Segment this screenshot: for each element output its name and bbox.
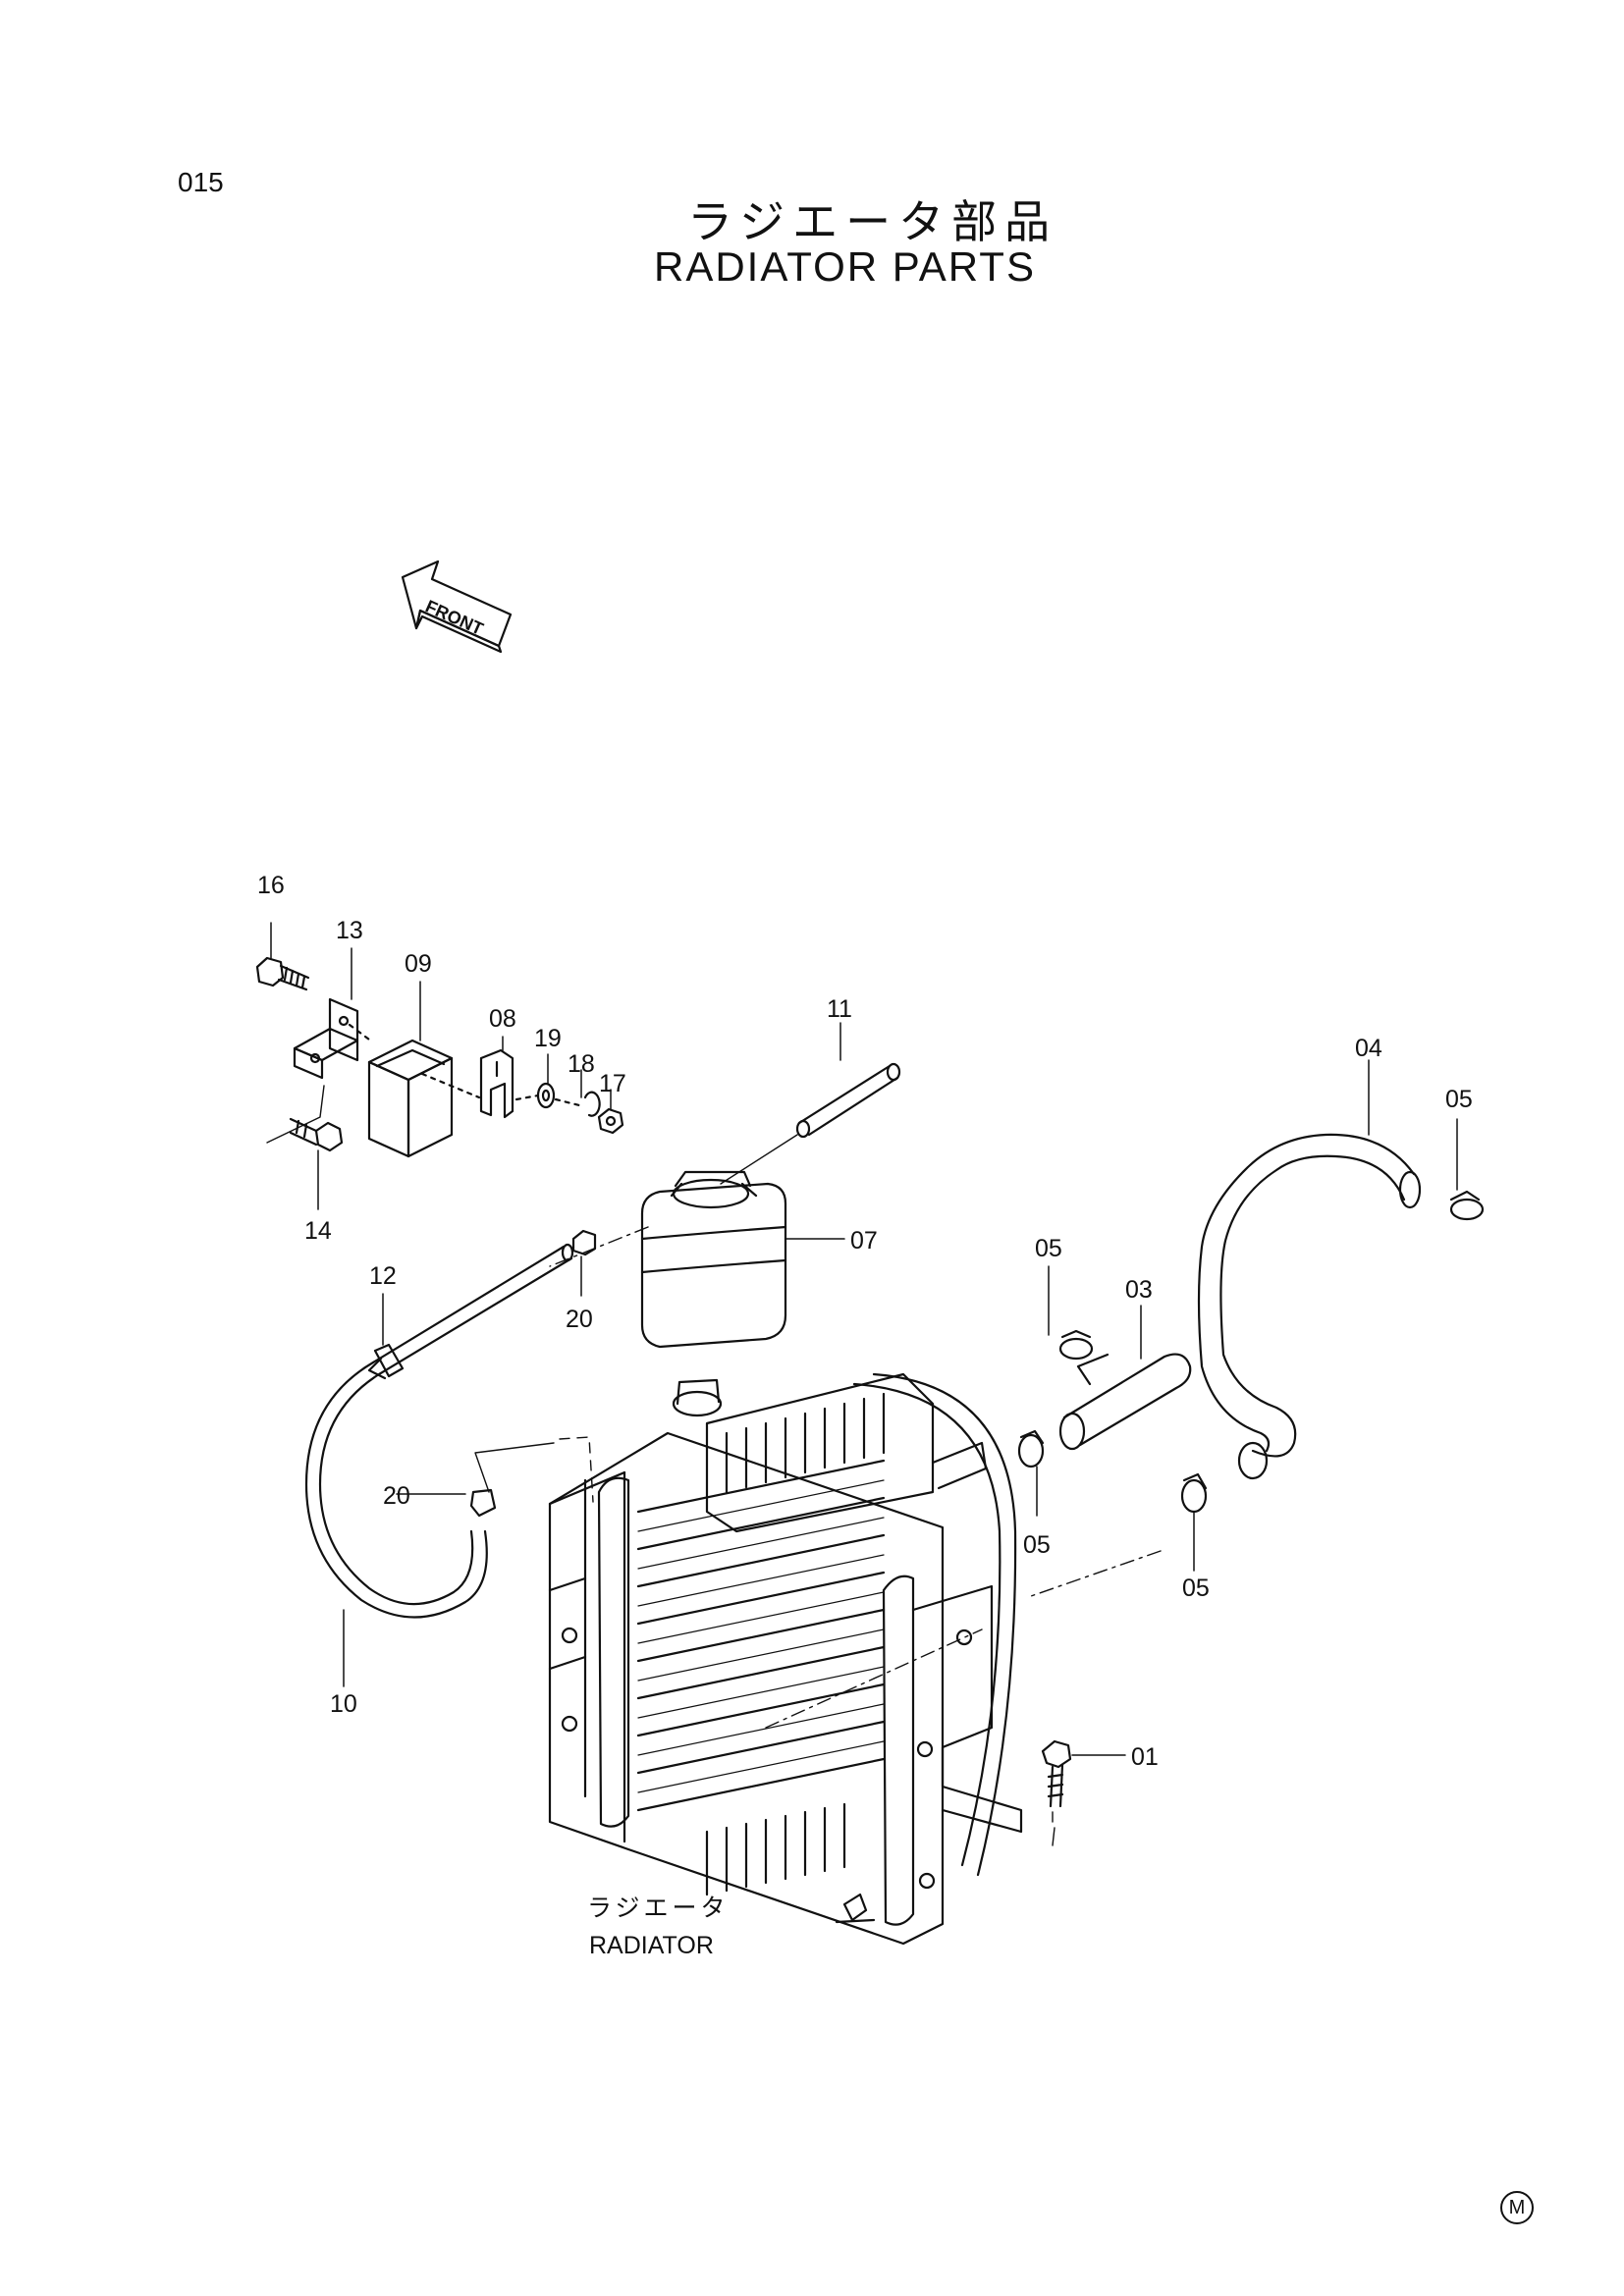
radiator-label: RADIATOR (589, 1932, 714, 1959)
overflow-hose (304, 1243, 594, 1619)
callout-19: 19 (534, 1025, 562, 1052)
callout-05-right: 05 (1182, 1575, 1210, 1602)
clamp-05-a (1058, 1329, 1094, 1361)
hose-03 (1058, 1353, 1192, 1451)
callout-11: 11 (827, 995, 852, 1023)
clamp-05-d (1180, 1472, 1208, 1514)
callout-07: 07 (850, 1227, 878, 1255)
clamp-05-c (1017, 1429, 1045, 1468)
callout-12: 12 (369, 1262, 397, 1290)
circled-m-mark: M (1500, 2191, 1534, 2224)
callout-05-middle: 05 (1023, 1531, 1051, 1559)
front-arrow-icon (401, 560, 513, 654)
callout-20-lower: 20 (383, 1482, 410, 1510)
page-number: 015 (178, 167, 224, 197)
radiator-label-japanese: ラジエータ (587, 1894, 730, 1922)
callout-09: 09 (405, 950, 432, 978)
callout-01: 01 (1131, 1743, 1159, 1771)
nut-20-upper (571, 1229, 597, 1256)
callout-17: 17 (599, 1070, 626, 1097)
callout-03: 03 (1125, 1276, 1153, 1304)
hose-04 (1197, 1133, 1422, 1480)
callout-13: 13 (336, 917, 363, 944)
page-title: RADIATOR PARTS (654, 243, 1036, 290)
page-title-japanese: ラジエータ部品 (687, 195, 1058, 248)
callout-20-upper: 20 (566, 1306, 593, 1333)
hose-clamps (1017, 1190, 1485, 1514)
callout-10: 10 (330, 1690, 357, 1718)
clamp-05-b (1449, 1190, 1485, 1221)
pipe-11 (720, 1062, 901, 1185)
callout-05-top-right: 05 (1445, 1086, 1473, 1113)
radiator-core (548, 1372, 1023, 1946)
bolt-01 (1041, 1739, 1072, 1846)
bracket-assembly (255, 956, 624, 1158)
callout-05-top: 05 (1035, 1235, 1062, 1262)
callout-14: 14 (304, 1217, 332, 1245)
callout-04: 04 (1355, 1035, 1382, 1062)
callout-08: 08 (489, 1005, 516, 1033)
callout-18: 18 (568, 1050, 595, 1078)
reservoir-tank (640, 1170, 787, 1349)
callout-16: 16 (257, 872, 285, 899)
